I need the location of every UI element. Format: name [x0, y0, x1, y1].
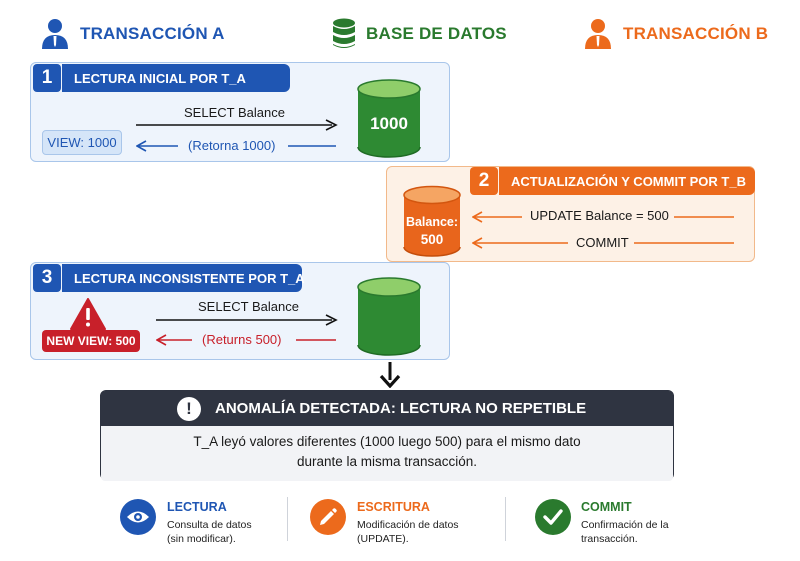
- header-transaction-a-label: TRANSACCIÓN A: [80, 24, 225, 43]
- step3-response-arrow: [156, 334, 336, 346]
- anomaly-line-2: durante la misma transacción.: [296, 454, 478, 469]
- step3-badge: 3: [33, 264, 61, 292]
- legend-write-line-1: Modificación de datos: [357, 519, 459, 531]
- database-cylinder: [357, 79, 421, 158]
- header-transaction-a: TRANSACCIÓN A: [40, 14, 225, 54]
- step1-title: LECTURA INICIAL POR T_A: [62, 64, 290, 92]
- step3-view-box: NEW VIEW: 500: [42, 330, 140, 352]
- legend-write-title: ESCRITURA: [357, 500, 430, 514]
- step3-response-label: (Returns 500): [202, 332, 282, 347]
- legend-divider: [505, 497, 506, 541]
- step2-commit-label: COMMIT: [576, 235, 629, 250]
- legend-read-circle: [120, 499, 156, 535]
- database-icon: [333, 18, 355, 48]
- step1-view-box: VIEW: 1000: [42, 130, 122, 155]
- step3-request-arrow: [156, 314, 338, 326]
- step2-title: ACTUALIZACIÓN Y COMMIT POR T_B: [499, 167, 755, 195]
- anomaly-line-1: T_A leyó valores diferentes (1000 luego …: [193, 434, 581, 449]
- legend-read-line-1: Consulta de datos: [167, 519, 252, 531]
- legend-read-title: LECTURA: [167, 500, 227, 514]
- step2-badge: 2: [470, 167, 498, 195]
- step1-request-arrow: [136, 119, 338, 131]
- legend-commit-title: COMMIT: [581, 500, 632, 514]
- step1-response-arrow: [136, 140, 336, 152]
- legend-commit-circle: [535, 499, 571, 535]
- pencil-icon: [320, 508, 337, 525]
- step3-title: LECTURA INCONSISTENTE POR T_A: [62, 264, 305, 292]
- step3-request-label: SELECT Balance: [198, 299, 299, 314]
- eye-icon: [127, 511, 149, 523]
- step2-commit-arrow: [472, 237, 734, 249]
- step1-db-value: 1000: [370, 114, 408, 133]
- step2-update-arrow: [472, 211, 734, 223]
- step1-response-label: (Retorna 1000): [188, 138, 276, 153]
- legend-read-line-2: (sin modificar).: [167, 533, 236, 545]
- legend-write-line-2: (UPDATE).: [357, 533, 409, 545]
- step1-badge: 1: [33, 64, 61, 92]
- legend-commit-line-2: transacción.: [581, 533, 638, 545]
- warning-icon: [70, 298, 106, 330]
- header-database-label: BASE DE DATOS: [366, 24, 507, 43]
- anomaly-body: T_A leyó valores diferentes (1000 luego …: [101, 426, 673, 481]
- step1-request-label: SELECT Balance: [184, 105, 285, 120]
- header-transaction-b: TRANSACCIÓN B: [583, 14, 768, 54]
- anomaly-header: ! ANOMALÍA DETECTADA: LECTURA NO REPETIB…: [101, 391, 673, 426]
- legend-commit-line-1: Confirmación de la: [581, 519, 669, 531]
- alert-icon: !: [177, 396, 201, 421]
- check-icon: [543, 509, 563, 525]
- anomaly-box: ! ANOMALÍA DETECTADA: LECTURA NO REPETIB…: [100, 390, 674, 481]
- legend-write-circle: [310, 499, 346, 535]
- anomaly-title: ANOMALÍA DETECTADA: LECTURA NO REPETIBLE: [215, 400, 587, 417]
- user-icon: [42, 19, 68, 49]
- down-arrow-icon: [379, 362, 401, 388]
- step2-db-label: Balance:: [405, 215, 459, 229]
- header-transaction-b-label: TRANSACCIÓN B: [623, 24, 769, 43]
- user-icon: [585, 19, 611, 49]
- header-database: BASE DE DATOS: [332, 14, 507, 54]
- step2-update-label: UPDATE Balance = 500: [530, 208, 669, 223]
- legend-divider: [287, 497, 288, 541]
- database-cylinder: [357, 277, 421, 356]
- database-cylinder: [403, 185, 461, 257]
- step2-db-value: 500: [420, 232, 444, 247]
